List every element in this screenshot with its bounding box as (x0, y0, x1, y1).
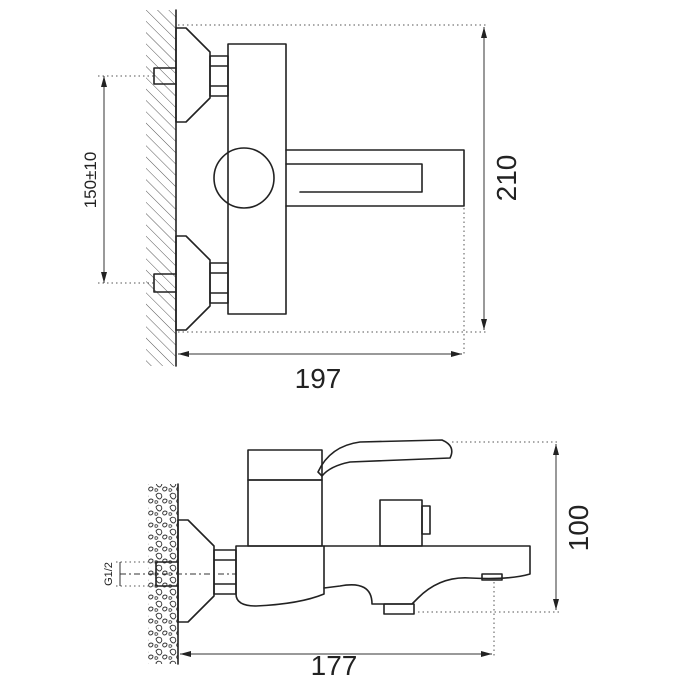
upper-pipe (153, 67, 177, 85)
lever-slot (285, 163, 423, 193)
lower-nut (209, 262, 229, 304)
cartridge-upper (247, 449, 323, 481)
side-nut (213, 549, 237, 595)
upper-flange (175, 27, 211, 123)
lever-top (285, 149, 465, 207)
cartridge-lower (247, 479, 323, 547)
diverter-knob (379, 499, 423, 547)
dim-text-thread: G1/2 (103, 562, 115, 586)
spout-aerator (481, 573, 503, 581)
upper-nut (209, 55, 229, 97)
arrow-197-right (451, 351, 462, 357)
spout-body (235, 545, 531, 607)
arrow-100-top (553, 444, 559, 455)
bottom-outlet (383, 603, 415, 615)
arrow-210-bottom (481, 319, 487, 330)
arrow-177-right (481, 651, 492, 657)
side-flange (177, 519, 215, 623)
dim-text-210: 210 (491, 155, 522, 202)
arrow-100-bottom (553, 599, 559, 610)
dim-text-100: 100 (563, 505, 594, 552)
dim-text-150: 150±10 (81, 152, 100, 209)
lever-side (317, 439, 453, 477)
arrow-210-top (481, 27, 487, 38)
top-view: 210 197 150±10 (81, 9, 522, 394)
arrow-177-left (180, 651, 191, 657)
arrow-197-left (178, 351, 189, 357)
arrow-150-top (101, 76, 107, 87)
diverter-knob-tip (421, 505, 431, 535)
lever-hub (213, 147, 275, 209)
side-view: G1/2 100 177 (103, 439, 594, 681)
dim-text-177: 177 (311, 650, 358, 681)
wall-hatch-top (146, 10, 176, 366)
lower-flange (175, 235, 211, 331)
arrow-150-bottom (101, 272, 107, 283)
dim-text-197: 197 (295, 363, 342, 394)
lower-pipe (153, 273, 177, 293)
mixer-body-top (227, 43, 287, 315)
side-pipe (155, 561, 179, 587)
